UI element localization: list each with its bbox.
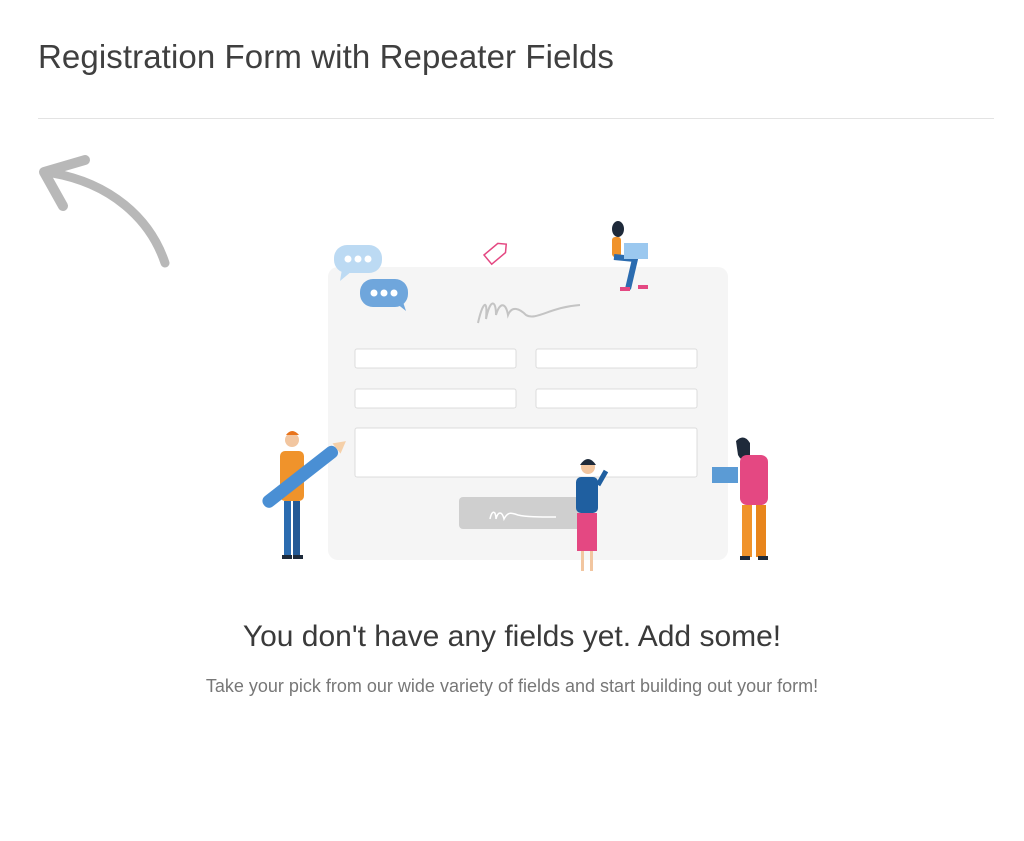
person-laptop-icon [612, 221, 648, 291]
pen-icon [482, 242, 508, 266]
person-presenting-icon [576, 459, 609, 571]
curved-arrow-up-left-icon [39, 155, 170, 268]
person-laptop-standing-icon [712, 437, 768, 560]
header-divider [38, 118, 994, 119]
empty-state-heading: You don't have any fields yet. Add some! [242, 620, 782, 653]
empty-state-subtext: Take your pick from our wide variety of … [205, 676, 819, 696]
chat-bubble-icon [334, 245, 408, 311]
person-pencil-icon [262, 431, 346, 559]
form-title: Registration Form with Repeater Fields [38, 38, 615, 75]
form-builder-illustration [250, 215, 790, 590]
